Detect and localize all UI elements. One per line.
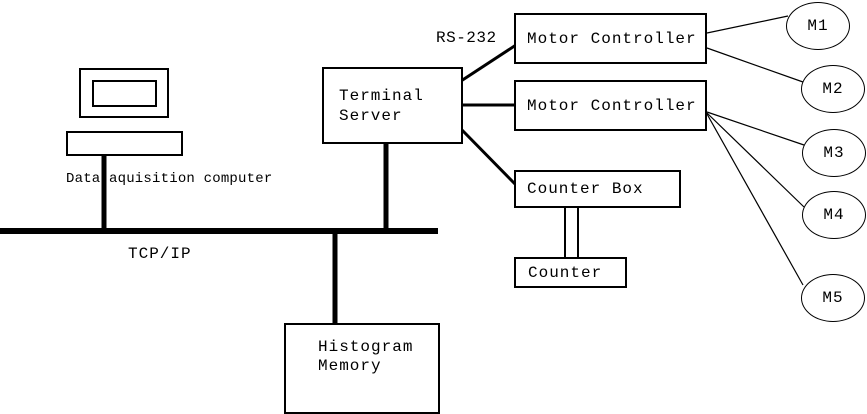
motor-controller-2-label: Motor Controller (527, 96, 697, 115)
motor-m1-label: M1 (807, 17, 829, 35)
rs232-label: RS-232 (436, 29, 497, 47)
motor-controller-1-node: Motor Controller (514, 13, 707, 64)
keyboard-icon (66, 131, 183, 156)
motor-controller-1-m1-line (706, 15, 789, 34)
rs232-link-counter-box-line (460, 128, 517, 186)
tcp-ip-bus-label: TCP/IP (128, 245, 192, 263)
terminal-server-node: Terminal Server (322, 67, 463, 144)
computer-caption: Data aquisition computer (66, 171, 273, 187)
motor-controller-2-m3-line (706, 111, 805, 146)
motor-m3-node: M3 (802, 129, 866, 177)
motor-controller-2-node: Motor Controller (514, 80, 707, 131)
counter-box-label: Counter Box (527, 180, 644, 198)
counter-box-node: Counter Box (514, 170, 681, 208)
histogram-memory-label-line1: Histogram (318, 338, 414, 356)
rs232-link-motor-controller-1-line (460, 43, 517, 83)
terminal-server-label-line1: Terminal (339, 86, 424, 105)
motor-controller-1-m2-line (706, 47, 804, 83)
motor-m4-node: M4 (802, 191, 866, 239)
motor-controller-1-label: Motor Controller (527, 29, 697, 48)
histogram-memory-node: Histogram Memory (284, 323, 440, 414)
motor-m1-node: M1 (786, 2, 850, 50)
monitor-screen-icon (92, 80, 157, 107)
counter-label: Counter (528, 263, 603, 282)
motor-m2-node: M2 (801, 65, 865, 113)
motor-controller-2-m5-line (706, 113, 804, 286)
motor-m3-label: M3 (823, 144, 845, 162)
terminal-server-label-line2: Server (339, 106, 403, 125)
counter-node: Counter (514, 257, 627, 288)
motor-controller-2-m4-line (706, 112, 805, 208)
motor-m5-node: M5 (801, 274, 865, 322)
histogram-memory-label-line2: Memory (318, 357, 382, 375)
motor-m2-label: M2 (822, 80, 844, 98)
motor-m4-label: M4 (823, 206, 845, 224)
motor-m5-label: M5 (822, 289, 844, 307)
